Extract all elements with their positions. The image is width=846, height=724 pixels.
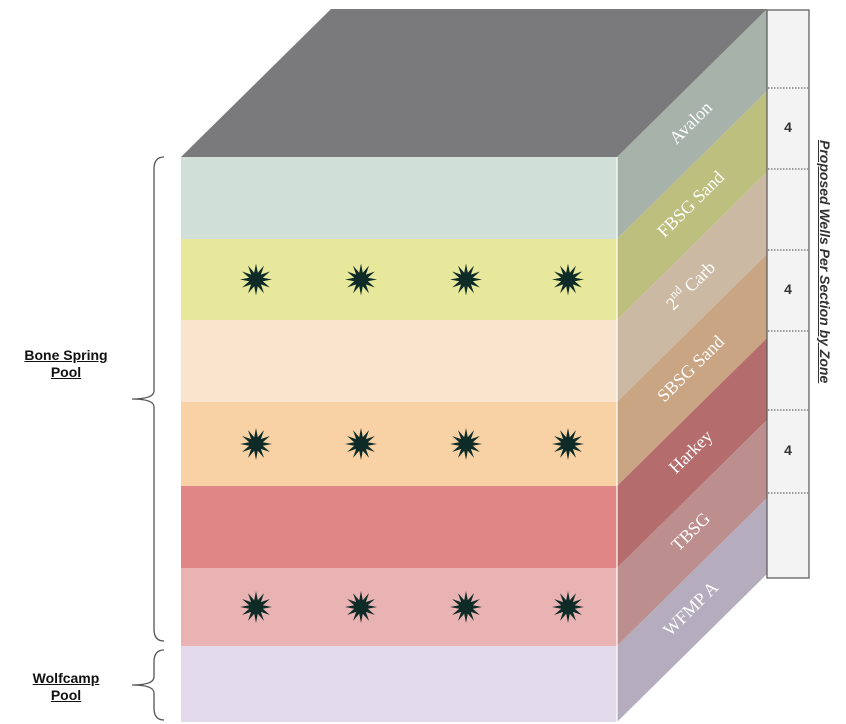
well-count-3: 4 bbox=[784, 281, 792, 297]
right-title: Proposed Wells Per Section by Zone bbox=[817, 140, 833, 384]
well-symbol bbox=[240, 591, 272, 623]
zone-front-4 bbox=[181, 486, 617, 568]
zone-front-0 bbox=[181, 157, 617, 239]
well-symbol bbox=[345, 263, 377, 296]
well-count-1: 4 bbox=[784, 119, 792, 135]
well-symbol bbox=[240, 263, 272, 296]
bone-spring-brace bbox=[131, 156, 165, 642]
zone-front-2 bbox=[181, 320, 617, 402]
zone-side-5 bbox=[617, 420, 767, 646]
well-symbol bbox=[450, 428, 482, 460]
wolfcamp-pool-label: Wolfcamp Pool bbox=[5, 670, 127, 704]
well-symbol bbox=[240, 428, 272, 460]
well-symbol bbox=[552, 428, 584, 460]
zone-side-1 bbox=[617, 91, 767, 320]
zone-front-6 bbox=[181, 646, 617, 722]
zone-side-2 bbox=[617, 172, 767, 402]
zone-side-6 bbox=[617, 498, 767, 722]
well-symbol bbox=[345, 591, 377, 623]
wolfcamp-brace bbox=[131, 649, 165, 721]
bone-spring-pool-label: Bone Spring Pool bbox=[5, 347, 127, 381]
zone-side-4 bbox=[617, 338, 767, 568]
zone-side-3 bbox=[617, 254, 767, 486]
wolfcamp-pool-line1: Wolfcamp bbox=[32, 670, 100, 686]
well-symbol bbox=[552, 591, 584, 623]
well-count-5: 4 bbox=[784, 442, 792, 458]
bone-spring-pool-line1: Bone Spring bbox=[24, 347, 108, 363]
block-top-face bbox=[181, 9, 767, 157]
wolfcamp-pool-line2: Pool bbox=[50, 687, 82, 703]
bone-spring-pool-line2: Pool bbox=[50, 364, 82, 380]
well-symbol bbox=[450, 263, 482, 296]
well-symbol bbox=[552, 263, 584, 296]
well-symbol bbox=[450, 591, 482, 623]
wells-column-frame bbox=[766, 9, 810, 579]
well-symbol bbox=[345, 428, 377, 460]
zone-side-0 bbox=[617, 9, 767, 239]
